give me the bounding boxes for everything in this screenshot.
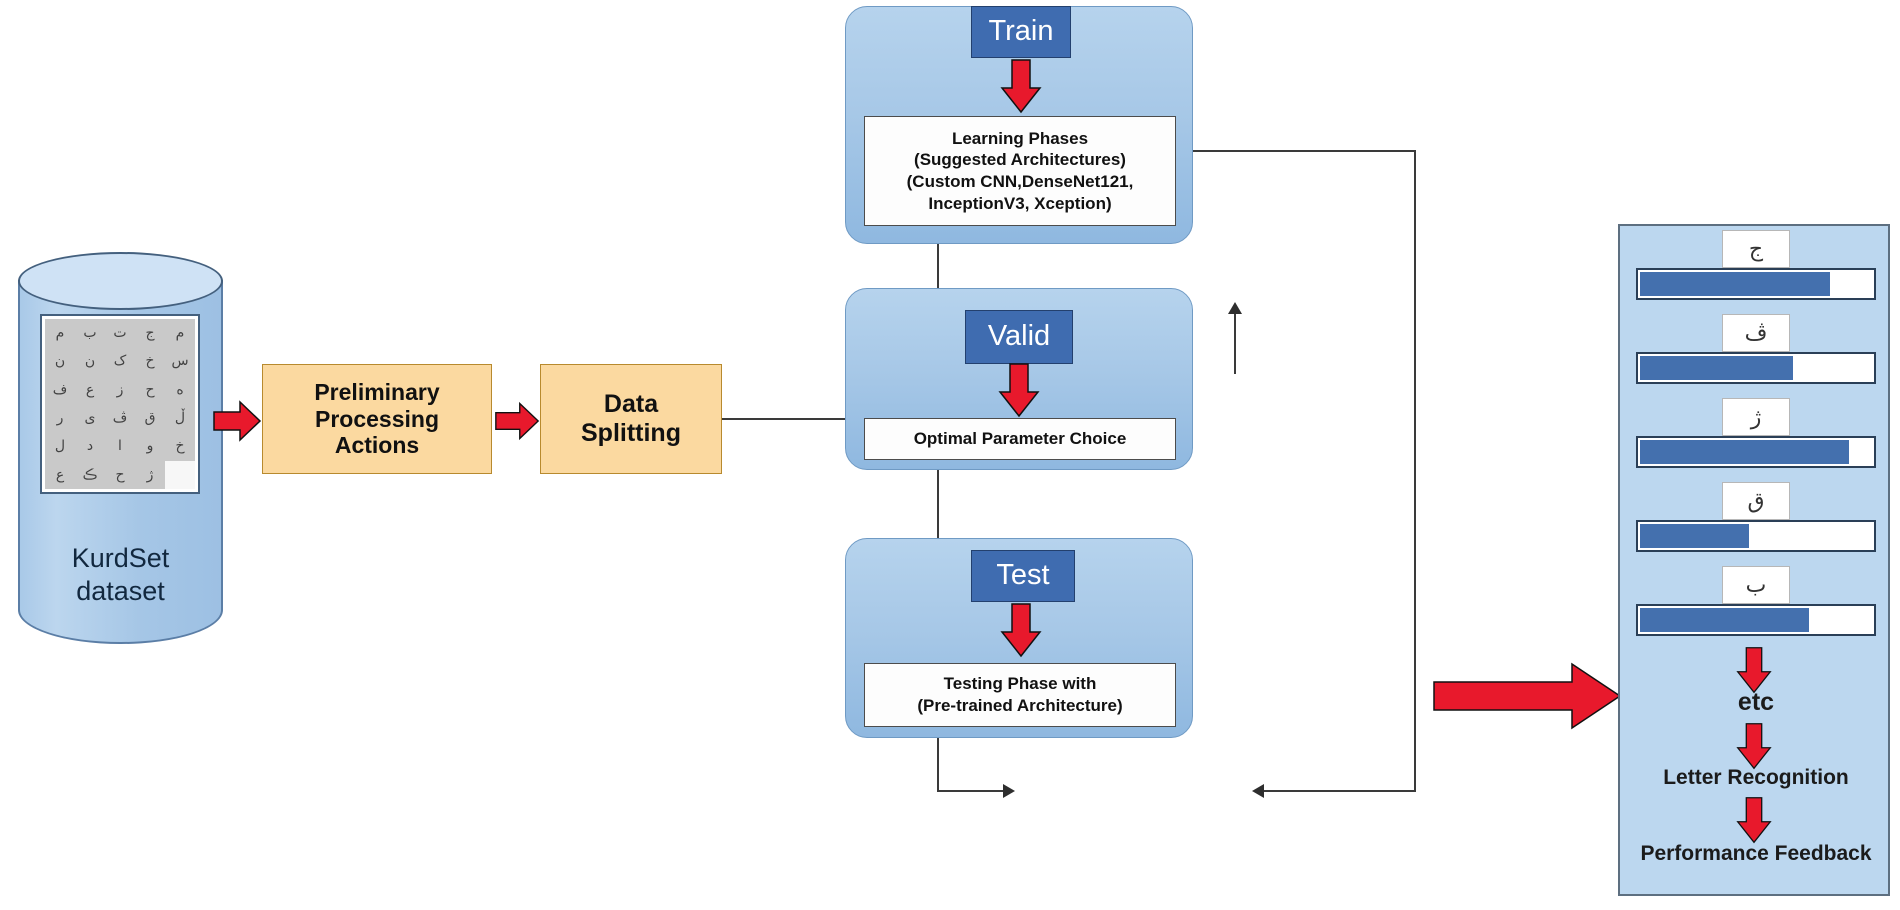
dataset-letter: ف — [52, 381, 68, 398]
learning-phases-line1: Learning Phases — [951, 128, 1089, 148]
results-panel: ج ڤ ژ ق ب etc Let — [1618, 224, 1890, 896]
dataset-letter-grid: م ب ت ج م ن ن ک خ س ف ع ز ح ه ر ی ڤ ق ڵ — [45, 319, 195, 489]
result-letter-tile: ج — [1722, 230, 1790, 268]
result-letter-tile: ب — [1722, 566, 1790, 604]
result-confidence-bar — [1636, 604, 1876, 636]
dataset-letter: خ — [145, 353, 155, 370]
dataset-letter: ج — [145, 325, 155, 342]
dataset-letter: ح — [115, 466, 125, 483]
result-bar-fill — [1640, 356, 1794, 380]
dataset-letter: ح — [145, 381, 155, 398]
result-bar-fill — [1640, 608, 1810, 632]
connector-to-test-left — [1264, 790, 1416, 792]
dataset-sample-frame: م ب ت ج م ن ن ک خ س ف ع ز ح ه ر ی ڤ ق ڵ — [40, 314, 200, 494]
connector-valid-to-train — [1234, 312, 1236, 374]
arrowhead-test-loop — [1252, 784, 1264, 798]
result-bar-fill — [1640, 272, 1831, 296]
dataset-letter: ی — [84, 410, 96, 427]
train-tag[interactable]: Train — [971, 6, 1071, 58]
dataset-letter: ڤ — [112, 410, 128, 427]
dataset-label-line1: KurdSet — [71, 543, 170, 573]
dataset-letter: ن — [84, 353, 96, 370]
dataset-letter: ژ — [146, 466, 154, 483]
splitting-line2: Splitting — [581, 419, 681, 447]
dataset-letter: ل — [54, 438, 66, 455]
dataset-letter: ڵ — [174, 410, 186, 427]
red-arrow-test-to-results — [1432, 660, 1622, 732]
dataset-letter: د — [86, 438, 94, 455]
dataset-letter: ا — [118, 438, 122, 455]
dataset-letter: ق — [144, 410, 156, 427]
connector-train-to-test-vertical — [1414, 150, 1416, 790]
dataset-letter-blank — [165, 460, 195, 489]
result-confidence-bar — [1636, 352, 1876, 384]
arrowhead-test — [1003, 784, 1015, 798]
learning-phases-line2: (Suggested Architectures) — [914, 150, 1126, 170]
dataset-letter: ز — [116, 381, 124, 398]
result-letter-tile: ژ — [1722, 398, 1790, 436]
splitting-line1: Data — [603, 390, 659, 419]
optimal-parameter-choice-box[interactable]: Optimal Parameter Choice — [864, 418, 1176, 460]
optimal-parameter-line1: Optimal Parameter Choice — [913, 429, 1127, 449]
dataset-cylinder: م ب ت ج م ن ن ک خ س ف ع ز ح ه ر ی ڤ ق ڵ — [18, 252, 223, 672]
red-arrow-test-down — [1000, 602, 1042, 658]
dataset-letter: ر — [56, 410, 64, 427]
testing-phase-box[interactable]: Testing Phase with (Pre-trained Architec… — [864, 663, 1176, 727]
red-arrow-dataset-to-preliminary — [212, 400, 262, 442]
cylinder-top-ellipse — [18, 252, 223, 310]
dataset-letter: ن — [54, 353, 66, 370]
red-arrow-results-1 — [1732, 646, 1776, 699]
dataset-letter: ک — [113, 353, 127, 370]
letter-recognition-label: Letter Recognition — [1663, 766, 1849, 789]
red-arrow-valid-down — [998, 362, 1040, 418]
dataset-label-line2: dataset — [76, 575, 165, 606]
result-letter-tile: ق — [1722, 482, 1790, 520]
results-etc-label: etc — [1737, 688, 1775, 716]
dataset-letter: ه — [176, 381, 184, 398]
red-arrow-results-3 — [1732, 796, 1776, 849]
preliminary-line3: Actions — [334, 432, 420, 459]
result-bar-fill — [1640, 524, 1750, 548]
testing-phase-line1: Testing Phase with — [943, 674, 1097, 694]
dataset-label: KurdSet dataset — [18, 542, 223, 608]
red-arrow-preliminary-to-splitting — [494, 400, 540, 442]
preliminary-line2: Processing — [315, 405, 439, 432]
dataset-letter: ع — [55, 466, 65, 483]
dataset-letter: ت — [113, 325, 127, 342]
result-confidence-bar — [1636, 436, 1876, 468]
dataset-letter: ع — [85, 381, 95, 398]
connector-bus-to-test — [937, 790, 1005, 792]
connector-train-right — [1176, 150, 1416, 152]
learning-phases-box[interactable]: Learning Phases (Suggested Architectures… — [864, 116, 1176, 226]
red-arrow-results-2 — [1732, 722, 1776, 775]
result-letter-tile: ڤ — [1722, 314, 1790, 352]
red-arrow-train-down — [1000, 58, 1042, 114]
result-bar-fill — [1640, 440, 1849, 464]
result-confidence-bar — [1636, 520, 1876, 552]
preliminary-line1: Preliminary — [314, 379, 440, 406]
performance-feedback-label: Performance Feedback — [1640, 842, 1872, 865]
testing-phase-line2: (Pre-trained Architecture) — [917, 696, 1123, 715]
test-tag[interactable]: Test — [971, 550, 1075, 602]
valid-tag[interactable]: Valid — [965, 310, 1073, 364]
connector-splitting-to-bus — [722, 418, 937, 420]
dataset-letter: و — [146, 438, 154, 455]
dataset-letter: س — [171, 353, 189, 370]
result-confidence-bar — [1636, 268, 1876, 300]
arrowhead-valid-to-train — [1228, 302, 1242, 314]
dataset-letter: م — [55, 325, 65, 342]
learning-phases-line3: (Custom CNN,DenseNet121, — [906, 172, 1134, 191]
dataset-letter: ڪ — [82, 466, 98, 483]
learning-phases-line4: InceptionV3, Xception) — [928, 193, 1112, 213]
data-splitting-box[interactable]: Data Splitting — [540, 364, 722, 474]
dataset-letter: خ — [175, 438, 185, 455]
dataset-letter: ب — [83, 325, 97, 342]
preliminary-processing-box[interactable]: Preliminary Processing Actions — [262, 364, 492, 474]
dataset-letter: م — [175, 325, 185, 342]
